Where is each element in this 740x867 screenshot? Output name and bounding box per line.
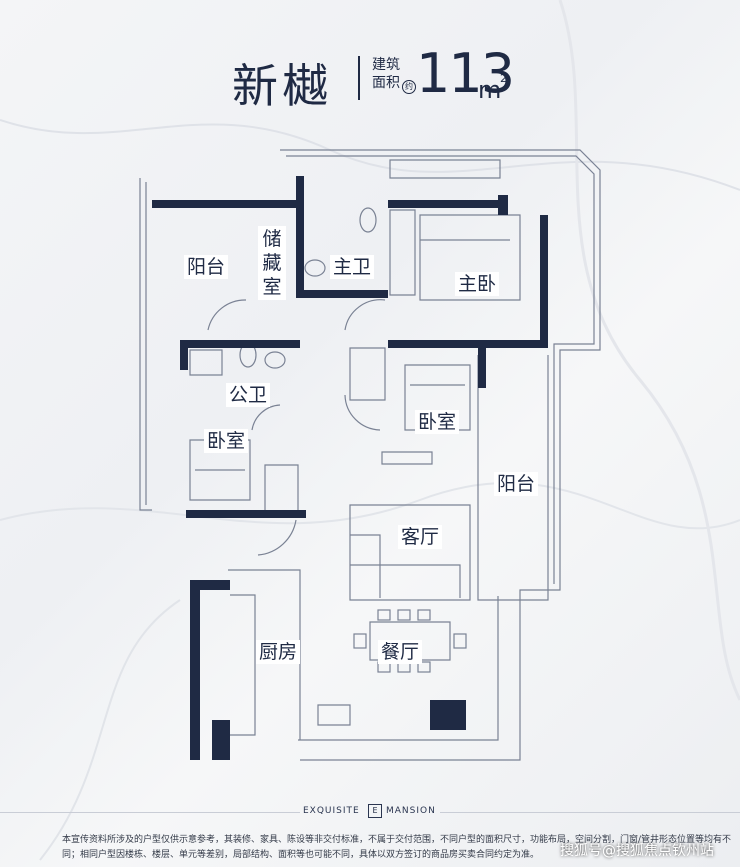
door-swing-entry	[257, 519, 297, 556]
outer-railing-inner	[145, 155, 595, 584]
bottom-rail	[298, 596, 499, 741]
brand-divider-left	[0, 812, 300, 813]
wall	[180, 340, 300, 348]
room-label-public-bath: 公卫	[226, 383, 271, 407]
wall	[296, 290, 388, 298]
room-label-bedroom-mid: 卧室	[415, 410, 460, 434]
wardrobe-master	[389, 209, 416, 296]
wall	[388, 340, 548, 348]
room-label-storage: 储藏室	[258, 226, 286, 300]
room-label-bedroom-left: 卧室	[204, 429, 249, 453]
area-value: 113	[416, 42, 515, 105]
wall	[190, 580, 200, 760]
wall	[180, 340, 188, 370]
dining-chair	[417, 661, 431, 673]
room-label-dining-room: 餐厅	[378, 640, 423, 664]
source-watermark: 搜狐号@搜狐焦点钦州站	[560, 843, 714, 859]
column	[430, 700, 466, 730]
area-unit-superscript: 2	[500, 72, 507, 85]
basin-public	[264, 351, 286, 369]
wall	[212, 720, 230, 760]
wall	[296, 176, 304, 296]
room-label-living-room: 客厅	[398, 525, 443, 549]
room-label-kitchen: 厨房	[256, 640, 301, 664]
plan-header: 新樾 建筑 面积 约 113 m 2	[0, 40, 740, 113]
brand-divider-right	[440, 812, 740, 813]
dining-table	[369, 621, 451, 661]
outer-railing	[139, 149, 601, 761]
room-label-balcony-right: 阳台	[494, 472, 539, 496]
room-label-master-bedroom: 主卧	[455, 272, 500, 296]
toilet-master	[359, 207, 377, 233]
brand-logo: E	[368, 804, 382, 818]
disclaimer-text: 本宣传资料所涉及的户型仅供示意参考，其装修、家具、陈设等非交付标准，不属于交付范…	[62, 835, 732, 860]
room-label-balcony-left: 阳台	[184, 255, 229, 279]
about-mark: 约	[402, 80, 416, 94]
tv-cabinet	[381, 451, 433, 465]
wall	[540, 215, 548, 340]
brand-text-right: MANSION	[386, 806, 436, 816]
basin-master	[304, 259, 326, 277]
title-divider	[358, 56, 360, 100]
brand-text-left: EXQUISITE	[303, 806, 360, 816]
bedroom-mid-bed	[404, 364, 471, 431]
wardrobe-mid	[349, 347, 386, 401]
dining-chair	[353, 633, 367, 649]
wall	[388, 200, 500, 208]
living-outline	[349, 504, 471, 601]
dining-chair	[397, 609, 411, 621]
floor-plan	[139, 149, 601, 761]
kitchen-rail	[228, 569, 301, 740]
wardrobe-left	[264, 464, 299, 516]
wall	[186, 510, 306, 518]
area-label-line1: 建筑	[372, 57, 400, 73]
door-swing-master-bath	[344, 299, 386, 331]
sofa	[350, 534, 461, 598]
area-unit: m	[478, 76, 502, 104]
right-balcony-rail	[477, 355, 549, 601]
wall	[152, 200, 300, 208]
project-name: 新樾	[232, 59, 332, 113]
room-label-master-bath: 主卫	[330, 255, 375, 279]
dining-chair	[377, 609, 391, 621]
door-swing-bedroom	[344, 394, 381, 431]
dining-chair	[453, 633, 467, 649]
door-swing-public-bath	[251, 404, 281, 431]
shower-public	[189, 349, 223, 376]
master-bed	[419, 214, 521, 301]
brand-bar: EXQUISITE E MANSION	[0, 803, 740, 827]
kitchen-sink	[317, 704, 351, 726]
area-label-line2: 面积	[372, 75, 400, 91]
window-top	[389, 159, 501, 179]
wall	[190, 580, 230, 590]
area-label: 建筑 面积	[372, 56, 402, 92]
wall	[498, 195, 508, 215]
kitchen-counter	[230, 594, 256, 736]
dining-chair	[417, 609, 431, 621]
wall	[478, 348, 486, 388]
door-swing-storage	[207, 299, 247, 331]
